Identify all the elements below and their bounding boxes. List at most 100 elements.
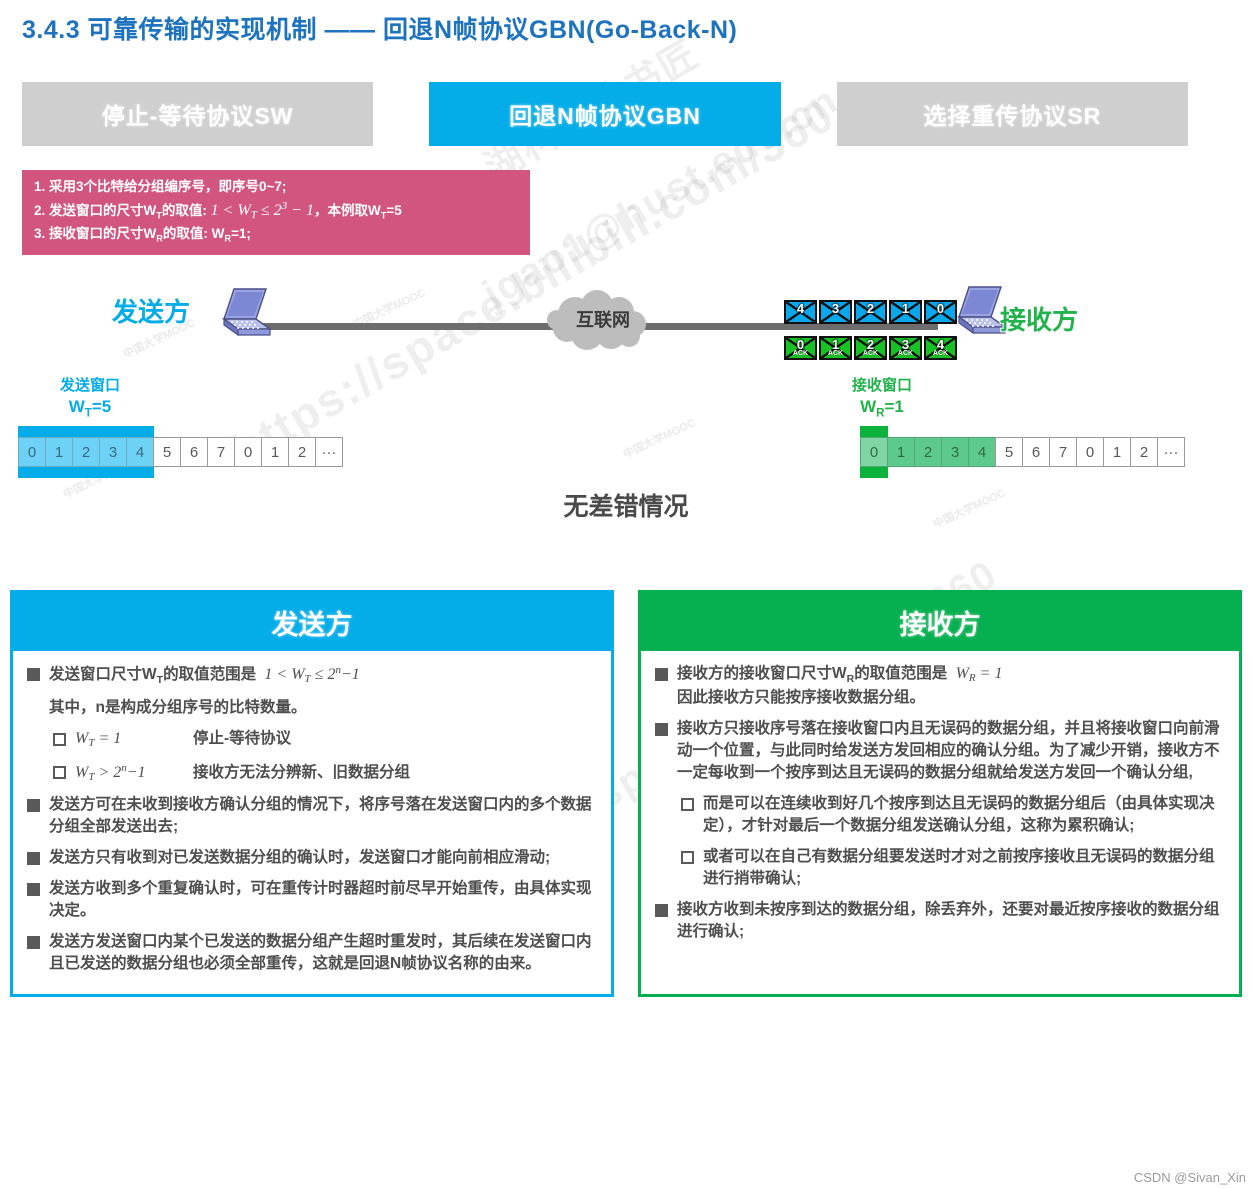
- recv-window-bar-bottom: [860, 467, 888, 478]
- sender-bullet-5: 发送方发送窗口内某个已发送的数据分组产生超时重发时，其后续在发送窗口内且已发送的…: [25, 931, 599, 975]
- sequence-cell: ···: [1157, 437, 1185, 467]
- receiver-checkbox-1: 而是可以在连续收到好几个按序到达且无误码的数据分组后（由具体实现决定），才针对最…: [679, 793, 1227, 837]
- bullet-square-icon: [655, 904, 668, 918]
- receiver-panel: 接收方 接收方的接收窗口尺寸WR的取值范围是 WR = 1 因此接收方只能按序接…: [638, 590, 1242, 998]
- tab-selective-repeat[interactable]: 选择重传协议SR: [836, 82, 1188, 146]
- checkbox-icon[interactable]: [681, 851, 694, 865]
- page-title: 3.4.3 可靠传输的实现机制 —— 回退N帧协议GBN(Go-Back-N): [22, 16, 738, 44]
- bullet-square-icon: [655, 668, 668, 681]
- bullet-square-icon: [655, 723, 668, 737]
- sequence-cell: 1: [45, 437, 73, 467]
- sequence-cell: 0: [860, 437, 888, 467]
- data-frame-envelope-icon: 1: [889, 300, 922, 324]
- sequence-cell: 2: [288, 437, 316, 467]
- tab-stop-and-wait[interactable]: 停止-等待协议SW: [22, 82, 374, 146]
- receiver-panel-body: 接收方的接收窗口尺寸WR的取值范围是 WR = 1 因此接收方只能按序接收数据分…: [641, 651, 1239, 962]
- note-line-1: 1. 采用3个比特给分组编序号，即序号0~7;: [34, 179, 287, 194]
- sender-bullet-3: 发送方只有收到对已发送数据分组的确认时，发送窗口才能向前相应滑动;: [25, 847, 599, 869]
- receiver-bullet-3: 接收方收到未按序到达的数据分组，除丢弃外，还要对最近按序接收的数据分组进行确认;: [653, 899, 1227, 943]
- protocol-tabs: 停止-等待协议SW 回退N帧协议GBN 选择重传协议SR: [22, 82, 1188, 146]
- frame-number: 0: [796, 337, 805, 352]
- sequence-cell: 0: [234, 437, 262, 467]
- sequence-cell: 0: [1076, 437, 1104, 467]
- protocol-detail-panels: 发送方 发送窗口尺寸WT的取值范围是 1 < WT ≤ 2n−1 其中，n是构成…: [10, 590, 1242, 998]
- bullet-square-icon: [27, 936, 40, 950]
- sequence-cell: 1: [1103, 437, 1131, 467]
- send-window-label: 发送窗口 WT=5: [59, 377, 120, 420]
- frame-number: 3: [831, 301, 840, 316]
- internet-cloud-label: 互联网: [576, 310, 630, 330]
- checkbox-icon[interactable]: [53, 765, 66, 779]
- sender-checkbox-2: WT > 2n−1 接收方无法分辨新、旧数据分组: [51, 761, 599, 786]
- diagram-caption: 无差错情况: [563, 493, 689, 521]
- sequence-cell: 2: [914, 437, 942, 467]
- sequence-cell: 7: [1049, 437, 1077, 467]
- data-frame-envelope-icon: 0: [924, 300, 957, 324]
- receiver-bullet-1: 接收方的接收窗口尺寸WR的取值范围是 WR = 1 因此接收方只能按序接收数据分…: [653, 663, 1227, 709]
- sender-bullet-2: 发送方可在未收到接收方确认分组的情况下，将序号落在发送窗口内的多个数据分组全部发…: [25, 794, 599, 838]
- ack-tag: ACK: [932, 350, 949, 357]
- data-frame-envelope-icon: 4: [784, 300, 817, 324]
- sender-note-n: 其中，n是构成分组序号的比特数量。: [49, 699, 307, 717]
- sequence-cell: 6: [1022, 437, 1050, 467]
- sender-label: 发送方: [112, 297, 191, 327]
- sequence-cell: 1: [887, 437, 915, 467]
- note-line-2: 2. 发送窗口的尺寸WT的取值: 1 < WT ≤ 23 − 1，本例取WT=5: [34, 199, 402, 221]
- sender-bullet-1: 发送窗口尺寸WT的取值范围是 1 < WT ≤ 2n−1: [25, 663, 599, 688]
- frame-number: 1: [831, 337, 840, 352]
- send-window-bar-bottom: [18, 467, 154, 478]
- receiver-label: 接收方: [1000, 305, 1079, 335]
- tab-go-back-n[interactable]: 回退N帧协议GBN: [429, 82, 781, 146]
- receiver-checkbox-2: 或者可以在自己有数据分组要发送时才对之前按序接收且无误码的数据分组进行捎带确认;: [679, 846, 1227, 890]
- sender-bullet-4: 发送方收到多个重复确认时，可在重传计时器超时前尽早开始重传，由具体实现决定。: [25, 878, 599, 922]
- sequence-cell: 5: [153, 437, 181, 467]
- ack-tag: ACK: [862, 350, 879, 357]
- sequence-cell: 7: [207, 437, 235, 467]
- csdn-credit: CSDN @Sivan_Xin: [1133, 1170, 1246, 1185]
- sender-panel: 发送方 发送窗口尺寸WT的取值范围是 1 < WT ≤ 2n−1 其中，n是构成…: [10, 590, 614, 998]
- data-frame-envelope-icon: 3: [819, 300, 852, 324]
- sender-panel-title: 发送方: [13, 593, 611, 651]
- receiver-bullet-2: 接收方只接收序号落在接收窗口内且无误码的数据分组，并且将接收窗口向前滑动一个位置…: [653, 718, 1227, 784]
- sequence-cell: 4: [126, 437, 154, 467]
- bullet-square-icon: [27, 852, 40, 866]
- sequence-cell: ···: [315, 437, 343, 467]
- sequence-cell: 1: [261, 437, 289, 467]
- ack-tag: ACK: [897, 350, 914, 357]
- sequence-cell: 4: [968, 437, 996, 467]
- sequence-cell: 2: [72, 437, 100, 467]
- frame-number: 4: [796, 301, 805, 316]
- sequence-cell: 3: [941, 437, 969, 467]
- bullet-square-icon: [27, 883, 40, 897]
- sender-checkbox-1: WT = 1 停止-等待协议: [51, 728, 599, 752]
- frame-number: 2: [866, 301, 875, 316]
- sequence-cell: 5: [995, 437, 1023, 467]
- sequence-cell: 0: [18, 437, 46, 467]
- receiver-panel-title: 接收方: [641, 593, 1239, 651]
- sequence-cell: 6: [180, 437, 208, 467]
- checkbox-icon[interactable]: [681, 798, 694, 812]
- recv-window-label: 接收窗口 WR=1: [851, 377, 912, 420]
- send-window-bar-top: [18, 426, 154, 437]
- sequence-cell: 2: [1130, 437, 1158, 467]
- sender-panel-body: 发送窗口尺寸WT的取值范围是 1 < WT ≤ 2n−1 其中，n是构成分组序号…: [13, 651, 611, 994]
- frame-number: 4: [936, 337, 945, 352]
- ack-tag: ACK: [827, 350, 844, 357]
- frame-number: 2: [866, 337, 875, 352]
- parameters-note: 1. 采用3个比特给分组编序号，即序号0~7; 2. 发送窗口的尺寸WT的取值:…: [22, 170, 530, 255]
- frame-number: 1: [901, 301, 910, 316]
- frame-number: 3: [901, 337, 910, 352]
- checkbox-icon[interactable]: [53, 733, 66, 747]
- receiver-laptop-icon: [956, 286, 1008, 335]
- ack-tag: ACK: [792, 350, 809, 357]
